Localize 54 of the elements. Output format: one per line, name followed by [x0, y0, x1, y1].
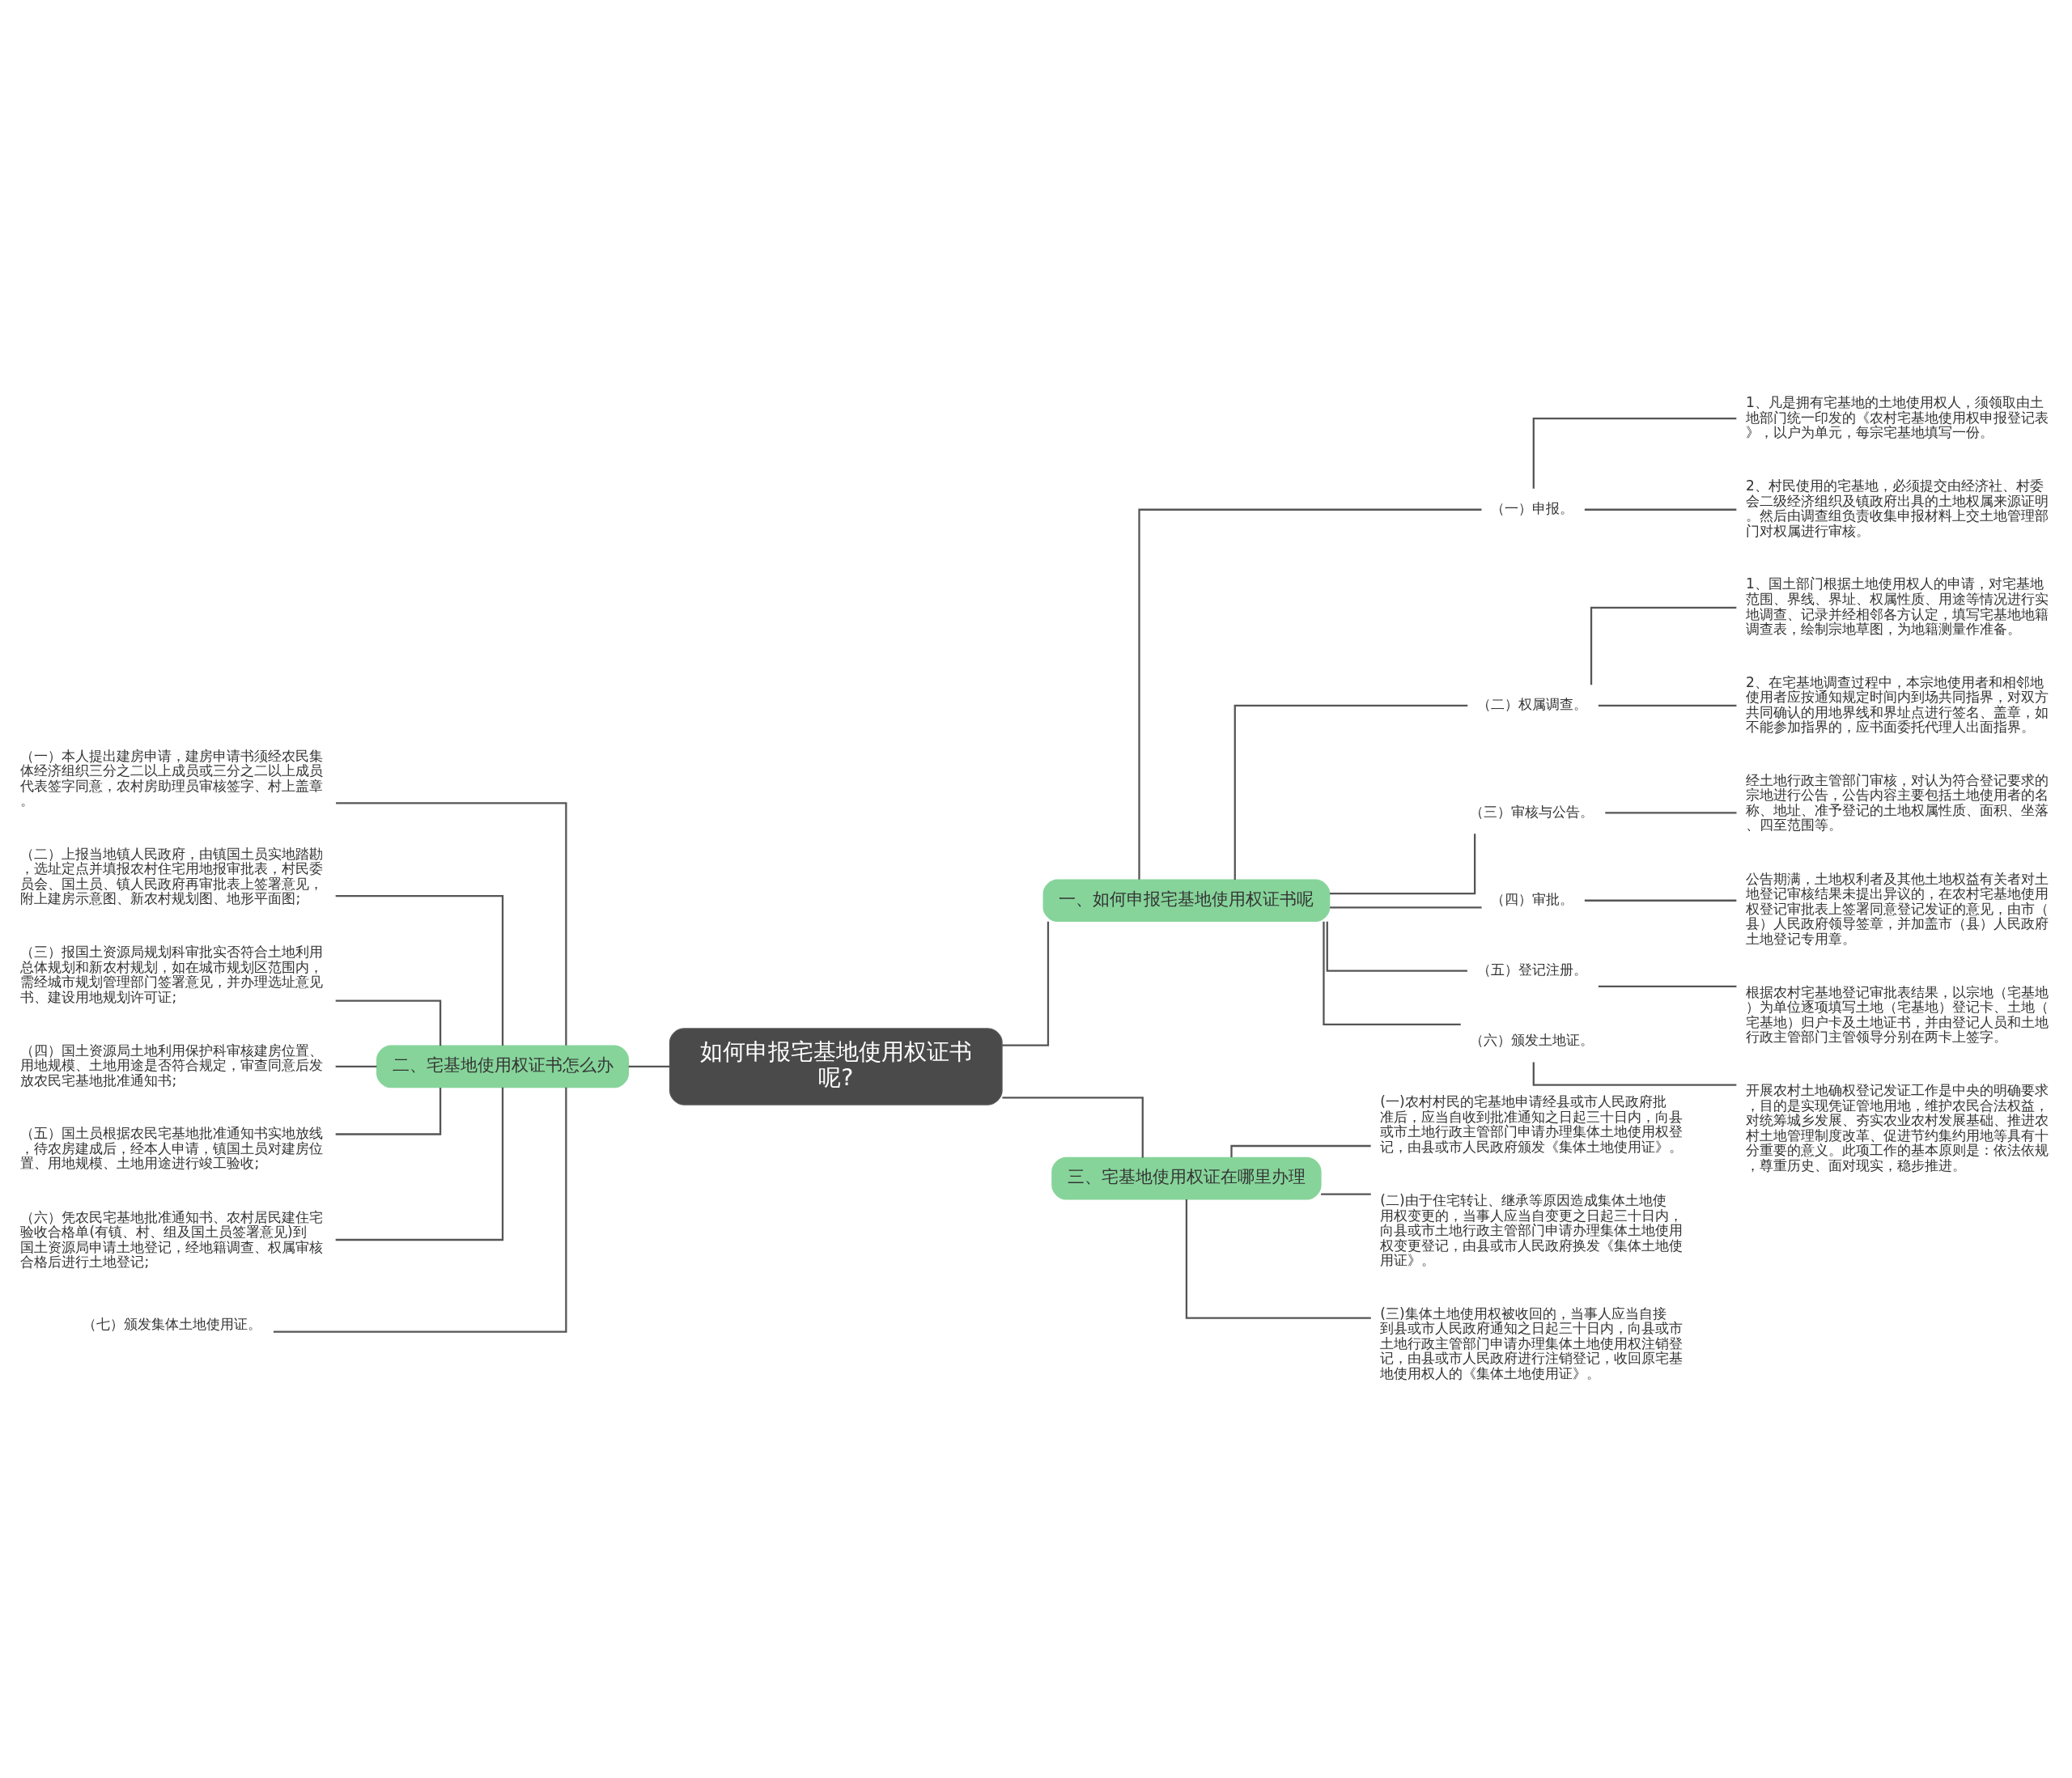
connector [335, 1065, 377, 1068]
node-text: （三）审核与公告。 [1470, 803, 1594, 820]
node-text: 1、凡是拥有宅基地的土地使用权人，须领取由土地部门统一印发的《农村宅基地使用权申报登记表》，以户为单元，每宗宅基地填写一份。 [1745, 394, 2049, 441]
connector [1321, 1193, 1371, 1195]
connector [273, 1087, 567, 1333]
node-text: 2、村民使用的宅基地，必须提交由经济社、村委会二级经济组织及镇政府出具的土地权属来源证明。然后由调查组负责收集申报材料上交土地管理部门对权属进行审核。 [1745, 477, 2049, 539]
node-text: 经土地行政主管部门审核，对认为符合登记要求的宗地进行公告，公告内容主要包括土地使用者的名称、地址、准予登记的土地权属性质、面积、坐落、四至范围等。 [1745, 771, 2049, 834]
node-text: 2、在宅基地调查过程中，本宗地使用者和相邻地使用者应按通知规定时间内到场共同指界，对双方共同确认的用地界线和界址点进行签名、盖章，如不能参加指界的，应书面委托代理人出面指界。 [1745, 673, 2049, 736]
connector [1326, 921, 1467, 972]
connector [336, 802, 567, 1046]
node-text: （四）审批。 [1491, 891, 1574, 908]
connector [1002, 921, 1050, 1046]
connector [335, 894, 504, 1046]
connector [1532, 418, 1737, 489]
node-box: 三、宅基地使用权证在哪里办理 [1051, 1156, 1322, 1200]
connector [1584, 899, 1737, 902]
connector [1590, 606, 1737, 685]
connector [1605, 812, 1737, 814]
connector [1598, 704, 1737, 707]
connector [335, 1087, 504, 1241]
connector [1330, 834, 1476, 895]
node-text: (三)集体土地使用权被收回的，当事人应当自接到县或市人民政府通知之日起三十日内，向县或市土地行政主管部门申请办理集体土地使用权注销登记，由县或市人民政府进行注销登记，收回原宅基地使用权人的《集体土地使用证》。 [1380, 1305, 1684, 1381]
connector [1230, 1144, 1371, 1157]
connector [1323, 921, 1461, 1026]
node-text: 公告期满，土地权利者及其他土地权益有关者对土地登记审核结果未提出异议的，在农村宅基地使用权登记审批表上签署同意登记发证的意见，由市（县）人民政府领导签章，并加盖市（县）人民政府土地登记专用章。 [1745, 870, 2049, 947]
node-text: （三）报国土资源局规划科审批实否符合土地利用总体规划和新农村规划，如在城市规划区范围内，需经城市规划管理部门签署意见，并办理选址意见书、建设用地规划许可证; [20, 943, 324, 1005]
connector [1185, 1199, 1371, 1319]
node-text: （二）权属调查。 [1476, 696, 1587, 713]
connector [1330, 906, 1482, 909]
connector [628, 1065, 670, 1068]
connector [1002, 1097, 1144, 1158]
node-text: （一）本人提出建房申请，建房申请书须经农民集体经济组织三分之二以上成员或三分之二以上成员代表签字同意，农村房助理员审核签字、村上盖章。 [20, 747, 324, 809]
connector [335, 999, 442, 1046]
node-text: （七）颁发集体土地使用证。 [83, 1315, 262, 1332]
node-text: 根据农村宅基地登记审批表结果，以宗地（宅基地）为单位逐项填写土地（宅基地）登记卡、土地（宅基地）归户卡及土地证书，并由登记人员和土地行政主管部门主管领导分别在两卡上签字。 [1745, 983, 2049, 1046]
node-text: （四）国土资源局土地利用保护科审核建房位置、用地规模、土地用途是否符合规定，审查同意后发放农民宅基地批准通知书; [20, 1042, 324, 1088]
node-text: （六）颁发土地证。 [1470, 1031, 1594, 1048]
node-text: （二）上报当地镇人民政府，由镇国土员实地踏勘，选址定点并填报农村住宅用地报审批表，村民委员会、国土员、镇人民政府再审批表上签署意见，附上建房示意图、新农村规划图、地形平面图; [20, 845, 324, 907]
connector [1138, 508, 1482, 880]
connector [1584, 508, 1737, 511]
node-text: （五）登记注册。 [1476, 961, 1587, 978]
node-text: （六）凭农民宅基地批准通知书、农村居民建住宅验收合格单(有镇、村、组及国土员签署意见)到国土资源局申请土地登记，经地籍调查、权属审核合格后进行土地登记; [20, 1208, 324, 1271]
connector [1598, 985, 1737, 988]
node-box: 二、宅基地使用权证书怎么办 [376, 1045, 630, 1088]
connector [335, 1087, 442, 1135]
node-box: 一、如何申报宅基地使用权证书呢 [1042, 879, 1331, 923]
node-text: (二)由于住宅转让、继承等原因造成集体土地使用权变更的，当事人应当自变更之日起三十日内，向县或市土地行政主管部门申请办理集体土地使用权变更登记，由县或市人民政府换发《集体土地使用证》。 [1380, 1192, 1684, 1269]
node-text: （五）国土员根据农民宅基地批准通知书实地放线，待农房建成后，经本人申请，镇国土员对建房位置、用地规模、土地用途进行竣工验收; [20, 1125, 324, 1172]
node-text: 开展农村土地确权登记发证工作是中央的明确要求，目的是实现凭证管地用地，维护农民合法权益，对统筹城乡发展、夯实农业农村发展基础、推进农村土地管理制度改革、促进节约集约用地等具有十分重要的意义。此项工作的基本原则是：依法依规，尊重历史、面对现实，稳步推进。 [1745, 1081, 2049, 1173]
node-text: (一)农村村民的宅基地申请经县或市人民政府批准后，应当自收到批准通知之日起三十日内，向县或市土地行政主管部门申请办理集体土地使用权登记，由县或市人民政府颁发《集体土地使用证》。 [1380, 1093, 1684, 1155]
node-box: 如何申报宅基地使用权证书呢? [669, 1028, 1003, 1105]
node-text: 1、国土部门根据土地使用权人的申请，对宅基地范围、界线、界址、权属性质、用途等情况进行实地调查、记录并经相邻各方认定，填写宅基地地籍调查表，绘制宗地草图，为地籍测量作准备。 [1745, 575, 2049, 638]
connector [1233, 704, 1468, 880]
node-text: （一）申报。 [1491, 500, 1574, 517]
